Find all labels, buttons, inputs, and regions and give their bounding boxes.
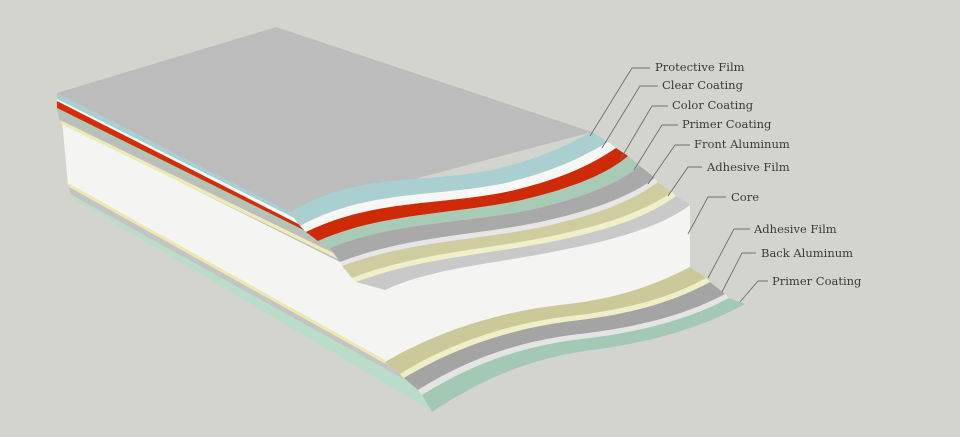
layer-labels: Protective Film Clear Coating Color Coat… xyxy=(655,60,862,288)
primer-back-peel xyxy=(422,298,745,412)
leader-primer-back xyxy=(739,280,768,303)
primer-front-side xyxy=(57,108,330,248)
label-adhesive-film-back: Adhesive Film xyxy=(753,222,837,236)
adhesive-back-peel xyxy=(385,267,706,374)
label-front-aluminum: Front Aluminum xyxy=(694,137,790,151)
leader-color-coating xyxy=(619,105,668,161)
core-side-face xyxy=(62,120,385,365)
panel-side-face xyxy=(57,93,430,410)
label-core: Core xyxy=(731,190,759,204)
label-color-coating: Color Coating xyxy=(672,98,754,112)
adhesive-front-peel xyxy=(342,182,672,278)
label-back-aluminum: Back Aluminum xyxy=(761,246,853,260)
leader-clear-coating xyxy=(601,85,658,149)
top-surface xyxy=(57,27,592,212)
leader-adhesive-back xyxy=(707,228,750,279)
leader-protective-film xyxy=(589,67,650,137)
front-aluminum-peel-edge xyxy=(340,178,658,266)
peeled-layers xyxy=(290,132,745,412)
label-primer-coating-front: Primer Coating xyxy=(682,117,772,131)
label-protective-film: Protective Film xyxy=(655,60,745,74)
primer-back-side xyxy=(70,194,430,410)
color-coating-peel xyxy=(306,148,628,241)
protective-film-peel xyxy=(290,132,608,226)
leader-adhesive-front xyxy=(667,166,702,197)
core-peel-top xyxy=(356,196,690,290)
adhesive-front-side xyxy=(60,120,352,266)
leader-front-aluminum xyxy=(647,144,690,185)
adhesive-front-peel-edge xyxy=(352,192,676,282)
leader-lines xyxy=(589,67,768,303)
front-aluminum-peel xyxy=(330,166,655,262)
protective-film-side xyxy=(57,93,300,221)
leader-back-aluminum xyxy=(721,252,756,293)
label-adhesive-film-front: Adhesive Film xyxy=(706,160,790,174)
leader-core xyxy=(687,196,726,235)
label-primer-coating-back: Primer Coating xyxy=(772,274,862,288)
core-front-face xyxy=(385,205,690,362)
primer-front-peel xyxy=(318,156,640,248)
leader-primer-front xyxy=(633,124,678,171)
label-clear-coating: Clear Coating xyxy=(662,78,744,92)
back-aluminum-peel xyxy=(404,282,725,390)
